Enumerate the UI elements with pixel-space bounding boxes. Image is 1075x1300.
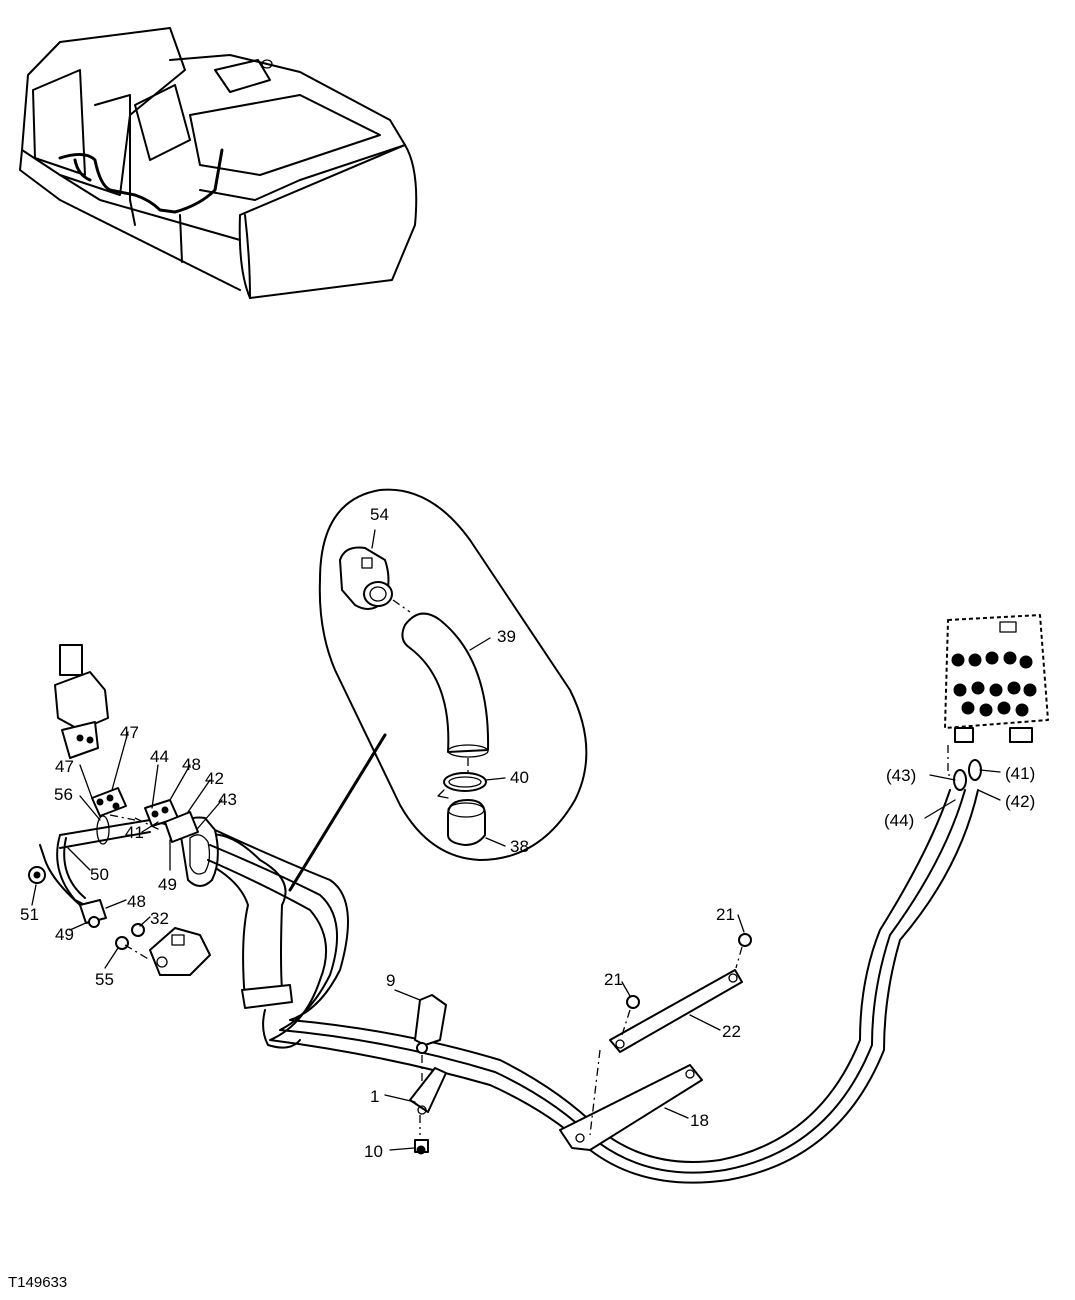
callout-48: 48	[182, 755, 201, 774]
callout-10: 10	[364, 1142, 383, 1161]
callout-41: 41	[125, 823, 144, 842]
callout-51: 51	[20, 905, 39, 924]
callout-48: 48	[127, 892, 146, 911]
callout-38: 38	[510, 837, 529, 856]
detail-bubble	[318, 488, 588, 861]
callout-32: 32	[150, 909, 169, 928]
callout-44: 44	[150, 747, 169, 766]
callout-22: 22	[722, 1022, 741, 1041]
callout-9: 9	[386, 971, 395, 990]
callout-50: 50	[90, 865, 109, 884]
controller-box	[944, 614, 1049, 791]
callout-41-ref: (41)	[1005, 764, 1035, 783]
callout-56: 56	[54, 785, 73, 804]
callout-18: 18	[690, 1111, 709, 1130]
callout-1: 1	[370, 1087, 379, 1106]
left-components	[28, 644, 211, 976]
machine-overview-illustration	[19, 27, 418, 299]
callout-54: 54	[370, 505, 389, 524]
figure-id: T149633	[8, 1274, 68, 1291]
callout-21: 21	[604, 970, 623, 989]
hose-assembly	[39, 789, 979, 1184]
callout-42-ref: (42)	[1005, 792, 1035, 811]
callout-43: 43	[218, 790, 237, 809]
callout-47: 47	[55, 757, 74, 776]
callout-49: 49	[55, 925, 74, 944]
callout-47: 47	[120, 723, 139, 742]
callout-43-ref: (43)	[886, 766, 916, 785]
callout-49: 49	[158, 875, 177, 894]
callout-labels: 54 39 40 38 47 47 44 48 42 43 56 41 49 5…	[20, 505, 1035, 1161]
leader-lines	[31, 529, 1001, 1151]
callout-39: 39	[497, 627, 516, 646]
callout-44-ref: (44)	[884, 811, 914, 830]
callout-40: 40	[510, 768, 529, 787]
callout-42: 42	[205, 769, 224, 788]
clamps-brackets	[409, 933, 752, 1155]
callout-21: 21	[716, 905, 735, 924]
callout-55: 55	[95, 970, 114, 989]
